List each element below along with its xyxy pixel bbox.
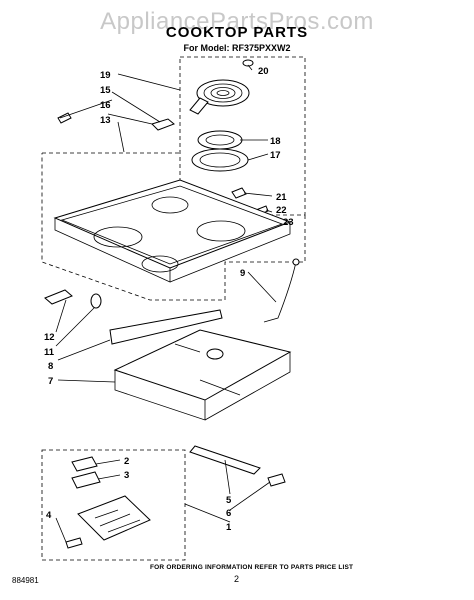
- document-number: 884981: [12, 576, 39, 585]
- leader-lines: [55, 64, 277, 543]
- callout-4: 4: [46, 510, 52, 521]
- callout-23: 23: [283, 217, 294, 228]
- callout-17: 17: [270, 150, 281, 161]
- callout-16: 16: [100, 100, 111, 111]
- front-frame: [109, 309, 223, 345]
- trim-ring: [191, 148, 249, 172]
- receptacle: [65, 537, 83, 549]
- page-number: 2: [234, 574, 240, 584]
- cooktop: [53, 179, 292, 283]
- callout-20: 20: [258, 66, 269, 77]
- callout-9: 9: [240, 268, 245, 279]
- callout-11: 11: [44, 347, 55, 358]
- callout-13: 13: [100, 115, 111, 126]
- page-title: COOKTOP PARTS: [165, 24, 309, 41]
- switch-plate: [71, 471, 101, 489]
- cooktop-group-frame: [41, 152, 306, 301]
- hinge: [44, 289, 73, 305]
- callout-21: 21: [276, 192, 287, 203]
- model-label: For Model: RF375PXXW2: [183, 43, 291, 53]
- callout-2: 2: [124, 456, 129, 467]
- callout-7: 7: [48, 376, 53, 387]
- callout-19: 19: [100, 70, 111, 81]
- callout-5: 5: [226, 495, 232, 506]
- burner-box: [113, 329, 292, 421]
- wire-harness: [263, 261, 297, 323]
- spacer: [90, 293, 102, 309]
- infinite-switch: [71, 456, 98, 472]
- watermark: AppliancePartsPros.com: [100, 8, 374, 35]
- switch-assembly: [77, 495, 151, 541]
- element-knob: [242, 59, 254, 67]
- callout-22: 22: [276, 205, 287, 216]
- callout-15: 15: [100, 85, 111, 96]
- terminal-block: [151, 118, 175, 131]
- surface-element: [189, 79, 250, 115]
- callout-12: 12: [44, 332, 55, 343]
- clip: [231, 187, 247, 199]
- terminal: [267, 473, 286, 487]
- callout-8: 8: [48, 361, 53, 372]
- drip-bowl: [197, 130, 243, 150]
- callout-18: 18: [270, 136, 281, 147]
- ordering-note: FOR ORDERING INFORMATION REFER TO PARTS …: [150, 564, 354, 571]
- callout-6: 6: [226, 508, 231, 519]
- switch-group-frame: [41, 449, 186, 561]
- callout-1: 1: [226, 522, 232, 533]
- callout-3: 3: [124, 470, 129, 481]
